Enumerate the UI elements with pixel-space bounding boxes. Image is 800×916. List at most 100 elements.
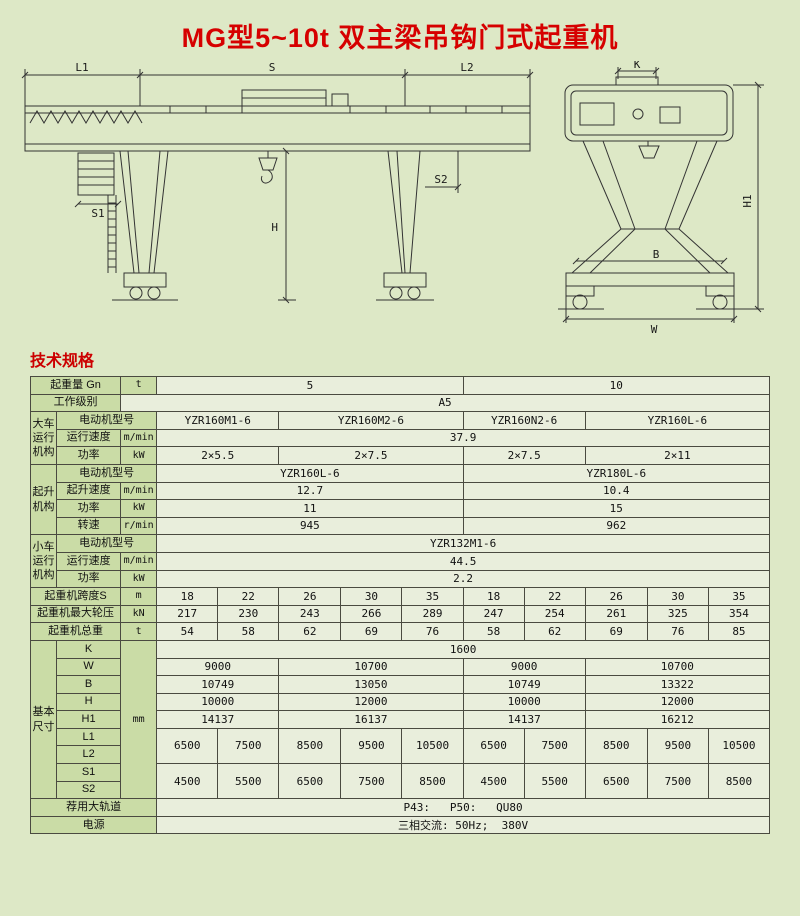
group-cell: 起升 机构: [29, 463, 58, 536]
data-cell: 62: [523, 622, 586, 641]
unit-cell: m: [120, 587, 158, 606]
unit-cell: kW: [120, 499, 158, 518]
data-cell: 2.2: [156, 569, 770, 589]
data-cell: 三相交流: 50Hz; 380V: [156, 815, 770, 835]
section-heading: 技术规格: [30, 353, 95, 370]
unit-cell: mm: [120, 639, 158, 800]
label-cell: 荐用大轨道: [29, 798, 158, 817]
data-cell: 15: [462, 499, 771, 518]
data-cell: 230: [217, 604, 280, 624]
data-cell: 10000: [156, 692, 280, 712]
dim-label-l2: L2: [460, 61, 473, 74]
unit-cell: kN: [120, 604, 158, 624]
data-cell: 4500: [462, 763, 525, 800]
data-cell: 10749: [462, 675, 586, 694]
data-cell: 58: [462, 622, 525, 641]
data-cell: 2×7.5: [462, 446, 586, 465]
data-cell: 9000: [462, 657, 586, 677]
data-cell: 6500: [584, 763, 648, 800]
dim-label-w: W: [651, 323, 658, 336]
data-cell: 22: [523, 587, 586, 606]
data-cell: 7500: [217, 727, 280, 765]
group-cell: 基本 尺寸: [29, 639, 58, 800]
label-cell: 起升速度: [56, 481, 122, 501]
data-cell: 54: [156, 622, 219, 641]
label-cell: 电动机型号: [56, 411, 158, 430]
unit-cell: kW: [120, 446, 158, 465]
data-cell: 266: [340, 604, 403, 624]
data-cell: 5: [156, 376, 464, 395]
dim-label-h1: H1: [741, 194, 754, 207]
data-cell: 9500: [646, 727, 709, 765]
label-cell: S2: [56, 780, 122, 800]
label-cell: 工作级别: [29, 393, 122, 413]
data-cell: 8500: [584, 727, 648, 765]
crane-drawing-svg: L1 S L2 S1 S2 H K B W H1: [21, 61, 764, 336]
dim-label-b: B: [653, 248, 660, 261]
data-cell: 2×7.5: [278, 446, 464, 465]
label-cell: 起重机跨度S: [29, 587, 122, 606]
spec-row: L2: [31, 745, 770, 765]
data-cell: 247: [462, 604, 525, 624]
crane-front-view: [21, 69, 534, 304]
data-cell: 10: [462, 376, 771, 395]
data-cell: 10500: [401, 727, 464, 765]
data-cell: 16212: [584, 710, 771, 729]
data-cell: 254: [523, 604, 586, 624]
data-cell: YZR160M1-6: [156, 411, 280, 430]
data-cell: 289: [401, 604, 464, 624]
dim-label-h: H: [271, 221, 278, 234]
data-cell: 2×5.5: [156, 446, 280, 465]
group-cell: 小车 运行 机构: [29, 534, 58, 589]
dim-label-s1: S1: [91, 207, 104, 220]
unit-cell: r/min: [120, 516, 158, 536]
data-cell: YZR160L-6: [584, 411, 771, 430]
data-cell: 76: [401, 622, 464, 641]
data-cell: 18: [462, 587, 525, 606]
unit-cell: t: [120, 376, 158, 395]
label-cell: B: [56, 675, 122, 694]
data-cell: 58: [217, 622, 280, 641]
unit-cell: kW: [120, 569, 158, 589]
group-cell: 大车 运行 机构: [29, 411, 58, 465]
data-cell: 30: [340, 587, 403, 606]
label-cell: 电动机型号: [56, 534, 158, 553]
data-cell: 7500: [523, 727, 586, 765]
data-cell: 6500: [278, 763, 342, 800]
dim-label-s2: S2: [434, 173, 447, 186]
label-cell: 电源: [29, 815, 158, 835]
unit-cell: t: [120, 622, 158, 641]
data-cell: 69: [340, 622, 403, 641]
dimension-labels: L1 S L2 S1 S2 H K B W H1: [75, 61, 754, 336]
label-cell: 起重机总重: [29, 622, 122, 641]
label-cell: 运行速度: [56, 428, 122, 448]
data-cell: YZR180L-6: [462, 463, 771, 483]
data-cell: 16137: [278, 710, 464, 729]
data-cell: 44.5: [156, 551, 770, 571]
data-cell: YZR160N2-6: [462, 411, 586, 430]
data-cell: 22: [217, 587, 280, 606]
data-cell: 243: [278, 604, 342, 624]
data-cell: 7500: [646, 763, 709, 800]
data-cell: 26: [278, 587, 342, 606]
unit-cell: m/min: [120, 481, 158, 501]
data-cell: 4500: [156, 763, 219, 800]
data-cell: 217: [156, 604, 219, 624]
label-cell: 功率: [56, 569, 122, 589]
label-cell: W: [56, 657, 122, 677]
data-cell: 76: [646, 622, 709, 641]
data-cell: 85: [707, 622, 771, 641]
data-cell: 354: [707, 604, 771, 624]
label-cell: 电动机型号: [56, 463, 158, 483]
